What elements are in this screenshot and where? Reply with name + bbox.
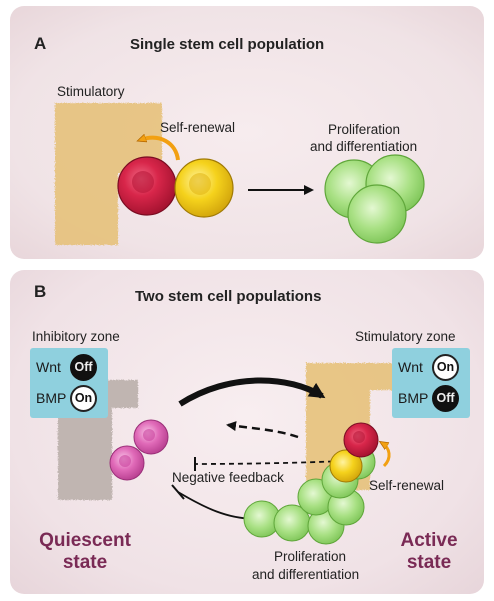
- quiescent-line1: Quiescent: [39, 530, 131, 551]
- stimulatory-signal-box: Wnt On BMP Off: [392, 348, 470, 418]
- return-arrow: [226, 421, 299, 439]
- signal-name: BMP: [398, 390, 429, 406]
- self-renewal-arrow-b: [382, 443, 391, 468]
- signal-state-badge: Off: [432, 384, 459, 412]
- signal-state-badge: Off: [70, 353, 97, 381]
- proliferation-label-a-line1: Proliferation: [328, 122, 401, 137]
- stimulatory-wnt-row: Wnt On: [398, 353, 459, 381]
- activation-arrow: [178, 377, 326, 407]
- inhibitory-bmp-row: BMP On: [36, 384, 97, 412]
- signal-name: BMP: [36, 390, 67, 406]
- stimulatory-niche-a: [55, 103, 162, 245]
- self-renewal-arrow-a: [140, 138, 180, 161]
- proliferation-label-b-line2: and differentiation: [252, 567, 360, 582]
- green-cell-a3: [347, 184, 407, 244]
- negative-feedback-dashed: [194, 460, 343, 465]
- proliferation-label-a-line2: and differentiation: [310, 139, 418, 154]
- stimulatory-zone-label: Stimulatory zone: [355, 329, 456, 344]
- panel-b-letter: B: [34, 282, 47, 301]
- quiescent-line2: state: [62, 552, 108, 573]
- signal-state-badge: On: [70, 384, 97, 412]
- proliferation-label-b-line1: Proliferation: [274, 549, 347, 564]
- active-line2: state: [406, 552, 452, 573]
- quiescent-state-label: Quiescent state: [30, 530, 140, 574]
- panel-a-title: Single stem cell population: [130, 36, 325, 53]
- stimulatory-bmp-row: BMP Off: [398, 384, 459, 412]
- inhibitory-wnt-row: Wnt Off: [36, 353, 97, 381]
- panel-a-letter: A: [34, 34, 47, 53]
- signal-name: Wnt: [36, 359, 61, 375]
- negative-feedback-label: Negative feedback: [172, 470, 284, 485]
- self-renewal-label-b: Self-renewal: [369, 478, 445, 493]
- stimulatory-label: Stimulatory: [57, 84, 125, 99]
- active-line1: Active: [400, 530, 458, 551]
- active-cell-yellow: [329, 449, 363, 483]
- inhibitory-zone-label: Inhibitory zone: [32, 329, 120, 344]
- signal-name: Wnt: [398, 359, 423, 375]
- inhibitory-signal-box: Wnt Off BMP On: [30, 348, 108, 418]
- signal-state-badge: On: [432, 353, 459, 381]
- active-state-label: Active state: [384, 530, 474, 574]
- panel-b-title: Two stem cell populations: [135, 288, 322, 305]
- self-renewal-label-a: Self-renewal: [160, 120, 236, 135]
